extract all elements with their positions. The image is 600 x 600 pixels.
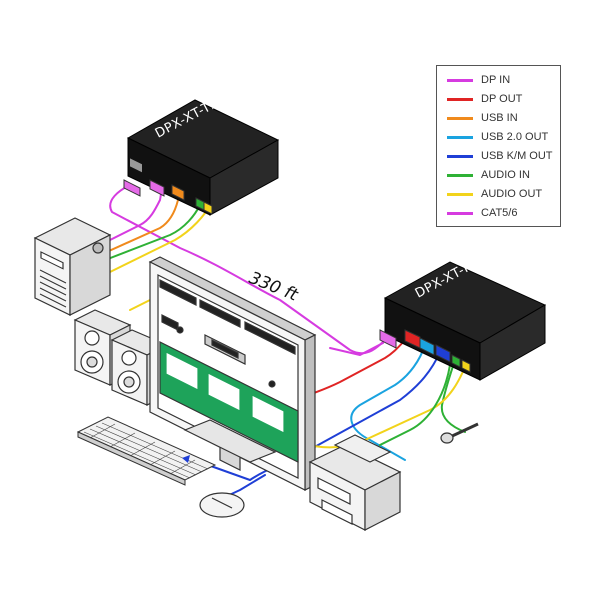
legend-label: USB 2.0 OUT	[481, 131, 549, 143]
printer-icon	[308, 434, 402, 531]
legend-item-audio-out: AUDIO OUT	[447, 185, 542, 203]
legend-item-usb-in: USB IN	[447, 109, 518, 127]
legend-swatch	[447, 78, 473, 82]
keyboard-icon	[76, 416, 217, 486]
legend-item-audio-in: AUDIO IN	[447, 166, 530, 184]
legend-swatch	[447, 97, 473, 101]
tx-device: DPX-XT-TX	[123, 95, 280, 216]
monitor-icon	[148, 256, 317, 491]
legend-item-usb-km-out: USB K/M OUT	[447, 147, 553, 165]
legend: DP IN DP OUT USB IN USB 2.0 OUT USB K/M …	[436, 65, 561, 227]
distance-label: 330 ft	[246, 268, 302, 306]
legend-swatch	[447, 135, 473, 139]
legend-label: DP IN	[481, 74, 511, 86]
legend-label: USB IN	[481, 112, 518, 124]
pc-tower-icon	[33, 217, 112, 316]
legend-swatch	[447, 173, 473, 177]
legend-label: AUDIO IN	[481, 169, 530, 181]
microphone-icon	[440, 422, 479, 444]
legend-label: DP OUT	[481, 93, 523, 105]
rx-device: DPX-XT-RX	[379, 254, 547, 381]
legend-item-usb20-out: USB 2.0 OUT	[447, 128, 548, 146]
usb-in-cable	[99, 199, 179, 256]
usb20-out-cable	[350, 344, 426, 461]
audio-in-cable-rx	[440, 359, 466, 433]
cable-arrows	[182, 455, 190, 463]
legend-label: CAT5/6	[481, 207, 518, 219]
legend-swatch	[447, 211, 473, 215]
mouse-icon	[199, 492, 245, 518]
legend-item-dp-in: DP IN	[447, 71, 510, 89]
legend-item-dp-out: DP OUT	[447, 90, 522, 108]
green-loop	[379, 364, 451, 446]
dp-in-cable	[99, 187, 163, 246]
legend-label: USB K/M OUT	[481, 150, 553, 162]
legend-swatch	[447, 192, 473, 196]
legend-item-cat56: CAT5/6	[447, 204, 517, 222]
legend-swatch	[447, 154, 473, 158]
rx-cat-cable	[329, 342, 384, 356]
legend-label: AUDIO OUT	[481, 188, 543, 200]
legend-swatch	[447, 116, 473, 120]
